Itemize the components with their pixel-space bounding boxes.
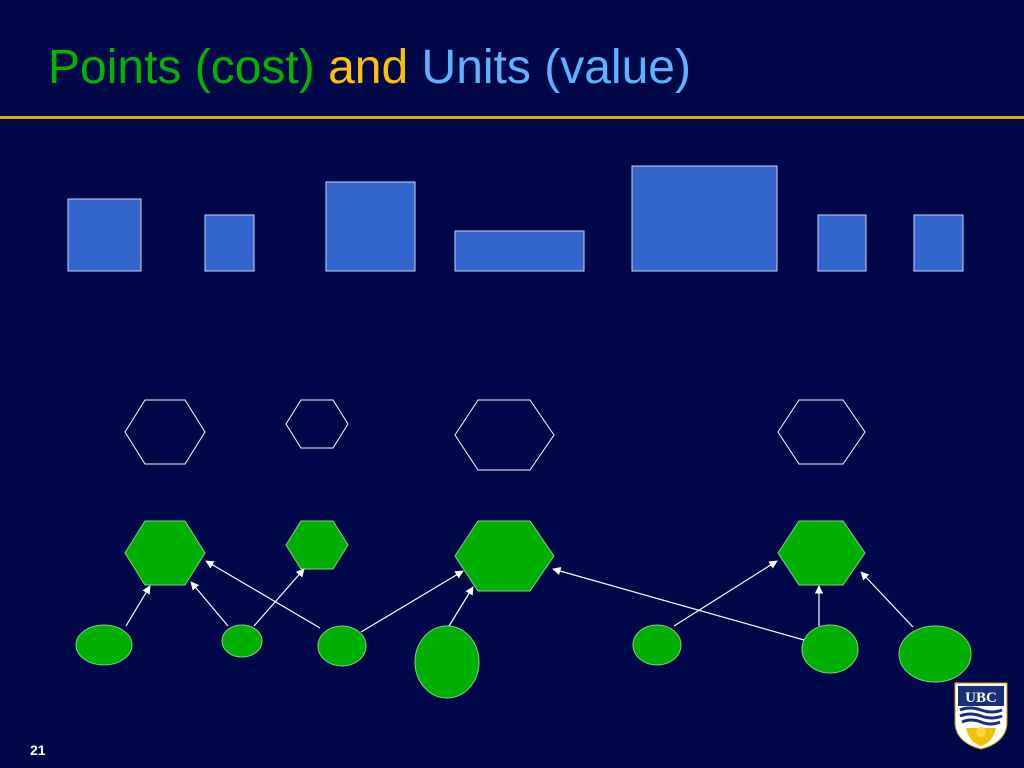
arrow-c6-h3 (552, 567, 805, 641)
green-circle-3 (317, 625, 367, 667)
green-circle-6 (801, 624, 859, 674)
title-underline-rule (0, 116, 1024, 119)
blue-rectangle-6 (817, 214, 867, 272)
green-hexagon-4 (777, 520, 866, 586)
green-hexagons-row (124, 520, 866, 592)
arrow-c2-h2 (253, 568, 305, 627)
blue-rectangle-3 (325, 181, 416, 272)
blue-rectangle-7 (913, 214, 964, 272)
green-circle-5 (632, 624, 682, 666)
slide-title: Points (cost) and Units (value) (48, 38, 691, 98)
ubc-logo-text: UBC (965, 690, 997, 706)
outline-hexagon-2 (285, 399, 349, 449)
green-circle-4 (414, 625, 480, 699)
title-points-cost: Points (cost) (48, 41, 315, 94)
ubc-logo: UBC (954, 682, 1008, 750)
page-number: 21 (30, 742, 46, 758)
arrow-c4-h3 (448, 586, 474, 627)
arrow-c2-h1 (190, 581, 229, 627)
blue-rectangle-5 (631, 165, 778, 272)
blue-rectangle-4 (454, 230, 585, 272)
green-hexagon-1 (124, 520, 206, 586)
green-circle-7 (898, 625, 972, 683)
outline-hexagon-1 (124, 399, 206, 465)
title-and: and (328, 41, 409, 94)
outline-hexagon-4 (777, 399, 866, 465)
arrows-group (125, 560, 914, 641)
green-circle-2 (221, 624, 263, 658)
arrow-c5-h4 (673, 560, 778, 627)
green-circle-1 (75, 624, 133, 666)
green-circles-row (75, 624, 972, 699)
blue-rectangle-1 (67, 198, 142, 272)
blue-rectangle-2 (204, 214, 255, 272)
title-units-value: Units (value) (421, 41, 691, 94)
outline-hexagon-3 (454, 399, 555, 471)
arrow-c7-h4 (860, 571, 914, 628)
green-hexagon-3 (454, 520, 555, 592)
arrow-c3-h1 (205, 560, 321, 629)
arrow-c1-h1 (125, 585, 151, 627)
outlined-hexagons-row (124, 399, 866, 471)
green-hexagon-2 (285, 520, 349, 570)
arrow-c3-h3 (360, 570, 464, 633)
blue-rectangles-row (67, 165, 964, 272)
